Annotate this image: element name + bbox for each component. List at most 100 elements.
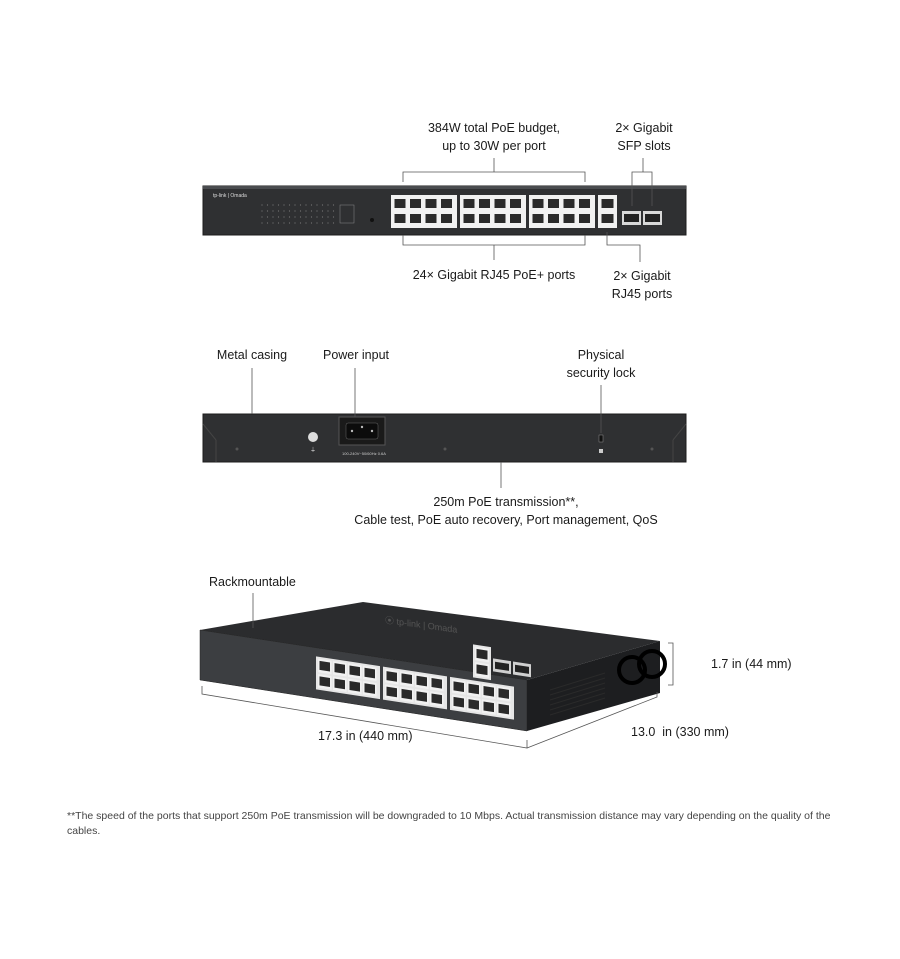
- perspective-ports: [316, 644, 531, 720]
- poe-port: [333, 676, 347, 693]
- security-lock-callout: Physical security lock: [551, 346, 651, 382]
- brand-logo: tp-link | Omada: [213, 193, 247, 199]
- poe-port: [546, 197, 561, 211]
- sfp-callout: 2× Gigabit SFP slots: [600, 119, 688, 155]
- poe-port: [452, 679, 466, 695]
- rj45-port: [600, 197, 615, 211]
- sfp-slot: [622, 211, 641, 225]
- poe-port: [424, 197, 438, 211]
- features-callout: 250m PoE transmission**, Cable test, PoE…: [336, 493, 676, 529]
- speed-button: [370, 218, 374, 222]
- poe-port: [482, 699, 496, 715]
- ground-icon: [308, 432, 318, 442]
- side-grille: [549, 672, 606, 716]
- poe-port: [531, 197, 545, 211]
- poe-port: [415, 673, 429, 690]
- poe-port: [393, 212, 407, 226]
- poe-port: [318, 674, 332, 690]
- sfp-slot: [643, 211, 662, 225]
- lock-callout-line2: security lock: [566, 366, 636, 380]
- dimension-lines: [201, 593, 674, 749]
- perspective-switch: ⦿ tp-link | Omada: [199, 602, 667, 732]
- poe-port: [467, 681, 481, 698]
- poe-port: [577, 197, 592, 211]
- poe-port: [462, 197, 476, 211]
- features-line2: Cable test, PoE auto recovery, Port mana…: [354, 513, 658, 527]
- sfp-callout-line1: 2× Gigabit: [615, 121, 673, 135]
- poe-port: [531, 212, 545, 226]
- poe-port: [497, 686, 511, 702]
- poe-port: [508, 212, 523, 226]
- poe-port: [408, 197, 423, 211]
- lock-callout-line1: Physical: [577, 348, 625, 362]
- side-vent: [617, 649, 667, 685]
- rj45-uplink-ports: [598, 195, 617, 228]
- poe-port: [400, 671, 414, 687]
- poe-port: [546, 212, 561, 226]
- poe-port: [363, 665, 377, 682]
- poe-port: [385, 668, 399, 685]
- poe-budget-text: 384W total PoE budget,: [427, 121, 561, 135]
- front-callout-lines: [402, 158, 653, 262]
- poe-port: [482, 683, 496, 700]
- power-rating-label: 100-240V~50/60Hz 0.6A: [342, 451, 386, 456]
- poe-port: [477, 212, 492, 226]
- poe-port: [439, 212, 454, 226]
- top-face: [200, 602, 660, 680]
- poe-budget-callout: 384W total PoE budget, up to 30W per por…: [394, 119, 594, 155]
- rj45-port: [475, 662, 489, 678]
- rj45-poe-callout: 24× Gigabit RJ45 PoE+ ports: [412, 268, 576, 282]
- sfp-callout-line2: SFP slots: [617, 139, 671, 153]
- poe-port: [577, 212, 592, 226]
- rj45-callout-line1: 2× Gigabit: [613, 269, 671, 283]
- poe-port: [452, 694, 466, 711]
- power-input-callout: Power input: [322, 348, 389, 362]
- lock-icon: [599, 449, 603, 453]
- metal-casing-callout: Metal casing: [216, 348, 288, 362]
- front-panel: tp-link | Omada: [202, 185, 687, 236]
- poe-port: [430, 691, 444, 707]
- rj45-port: [475, 646, 489, 663]
- footnote: **The speed of the ports that support 25…: [67, 810, 831, 837]
- poe-port: [462, 212, 476, 226]
- side-face: [527, 641, 660, 731]
- rear-panel: ⏚ 100-240V~50/60Hz 0.6A: [202, 413, 687, 463]
- rackmountable-callout: Rackmountable: [209, 575, 296, 589]
- svg-text:⏚: ⏚: [310, 447, 316, 454]
- rj45-poe-ports: [391, 195, 595, 228]
- poe-port: [333, 660, 347, 677]
- poe-port: [477, 197, 492, 211]
- sfp-slots: [622, 211, 662, 225]
- poe-port: [493, 197, 507, 211]
- poe-port: [415, 688, 429, 705]
- width-dimension: 17.3 in (440 mm): [318, 729, 413, 743]
- poe-port: [562, 212, 576, 226]
- poe-port: [493, 212, 507, 226]
- reset-button: [339, 204, 355, 224]
- poe-port: [497, 701, 511, 718]
- rear-callout-lines: [251, 368, 602, 488]
- poe-port: [348, 663, 362, 679]
- poe-port: [318, 658, 332, 675]
- poe-port: [424, 212, 438, 226]
- poe-port: [348, 678, 362, 695]
- depth-dimension: 13.0 in (330 mm): [631, 725, 729, 739]
- height-dimension: 1.7 in (44 mm): [711, 657, 792, 671]
- poe-per-port-text: up to 30W per port: [442, 139, 546, 153]
- poe-port: [363, 681, 377, 697]
- led-panel: [261, 204, 335, 224]
- poe-port: [393, 197, 407, 211]
- poe-port: [400, 686, 414, 703]
- security-lock-slot: [598, 434, 604, 443]
- features-line1: 250m PoE transmission**,: [433, 495, 579, 509]
- poe-port: [439, 197, 454, 211]
- poe-port: [508, 197, 523, 211]
- poe-port: [408, 212, 423, 226]
- poe-port: [385, 684, 399, 700]
- rj45-callout: 2× Gigabit RJ45 ports: [598, 267, 686, 303]
- poe-port: [562, 197, 576, 211]
- poe-port: [430, 675, 444, 692]
- poe-port: [467, 696, 481, 713]
